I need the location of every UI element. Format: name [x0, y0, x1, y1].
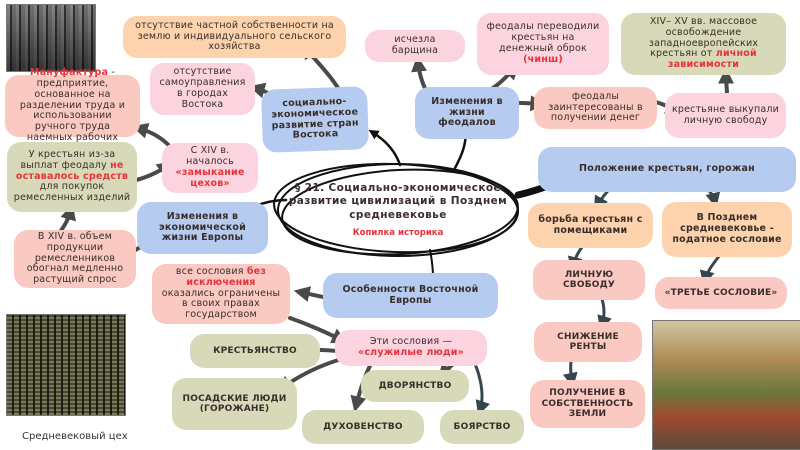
guild-closing-node: С XIV в. началось«замыкание цехов»: [162, 143, 258, 193]
struggle-node: борьба крестьян с помещиками: [528, 203, 653, 248]
output-grew-node: В XIV в. объем продукции ремесленников о…: [14, 230, 136, 288]
topic-subtitle: Копилка историка: [352, 227, 444, 238]
townspeople-node: ПОСАДСКИЕ ЛЮДИ (ГОРОЖАНЕ): [172, 378, 297, 430]
sawmill-engraving-image: [6, 4, 96, 72]
bought-freedom-node: крестьяне выкупали личную свободу: [665, 93, 786, 138]
peasantry-node: КРЕСТЬЯНСТВО: [190, 334, 320, 368]
arrow: [58, 203, 76, 234]
no-self-government-node: отсутствие самоуправления в городах Вост…: [150, 63, 255, 115]
third-estate-node: «ТРЕТЬЕ СОСЛОВИЕ»: [655, 277, 787, 309]
workshop-engraving-image: [6, 314, 126, 416]
nobility-node: ДВОРЯНСТВО: [361, 370, 469, 402]
workshop-caption: Средневековый цех: [22, 431, 128, 442]
corvee-gone-node: исчезла барщина: [365, 30, 465, 62]
peasant-position-node: Положение крестьян, горожан: [538, 147, 796, 192]
serving-people-node: Эти сословия —«служилые люди»: [335, 330, 487, 366]
manufactory-node: Мануфактура - предприятие, основанное на…: [5, 67, 140, 143]
feudal-changes-node: Изменения в жизни феодалов: [415, 87, 519, 139]
title-node: § 21. Социально-экономическое развитие ц…: [278, 160, 518, 260]
land-ownership-node: ПОЛУЧЕНИЕ В СОБСТВЕННОСТЬ ЗЕМЛИ: [530, 380, 645, 428]
market-painting-image: [652, 320, 800, 450]
eastern-europe-node: Особенности Восточной Европы: [323, 273, 498, 318]
no-funds-node: У крестьян из-за выплат феодалу не остав…: [7, 142, 137, 212]
arrow: [718, 67, 735, 97]
manufactory-term: Мануфактура: [30, 66, 109, 78]
east-development-node: социально-экономическое развитие стран В…: [260, 86, 370, 153]
europe-economy-node: Изменения в экономической жизни Европы: [137, 202, 268, 254]
topic-title: § 21. Социально-экономическое развитие ц…: [288, 182, 508, 221]
money-rent-node: феодалы переводили крестьян на денежный …: [477, 13, 609, 75]
clergy-node: ДУХОВЕНСТВО: [302, 410, 424, 444]
interested-money-node: феодалы заинтересованы в получении денег: [534, 87, 657, 129]
boyars-node: БОЯРСТВО: [440, 410, 524, 444]
liberation-node: XIV– XV вв. массовое освобождение западн…: [621, 13, 786, 75]
rent-reduction-node: СНИЖЕНИЕ РЕНТЫ: [534, 322, 642, 362]
personal-freedom-node: ЛИЧНУЮ СВОБОДУ: [533, 260, 645, 300]
taxable-estate-node: В Позднем средневековье - податное сосло…: [662, 202, 792, 257]
no-private-property-node: отсутствие частной собственности на земл…: [123, 16, 346, 58]
